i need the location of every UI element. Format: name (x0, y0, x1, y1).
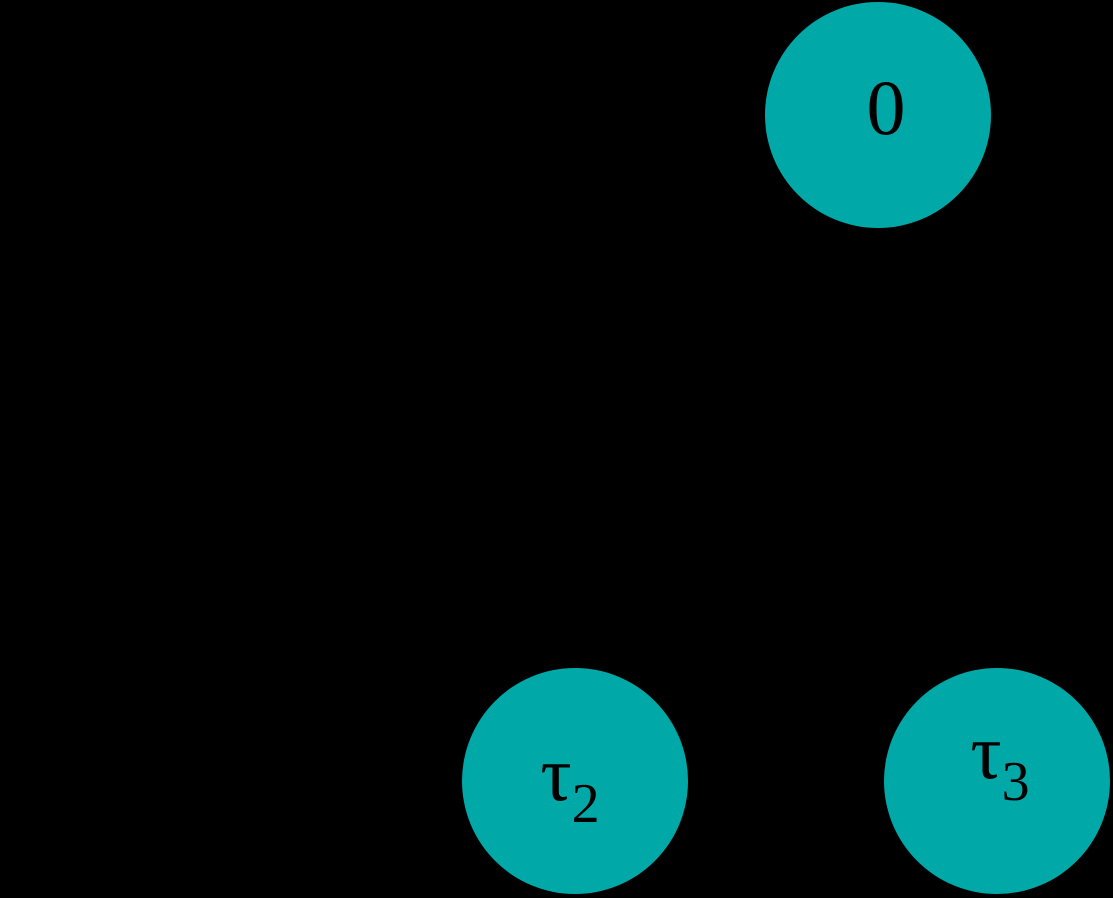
node-0-circle[interactable] (765, 2, 991, 228)
node-tau-3-label-base: τ (970, 708, 1001, 795)
node-tau-2-label-base: τ (540, 730, 571, 817)
node-tau-3-label-subscript: 3 (1002, 751, 1030, 813)
node-0[interactable]: 0 (765, 2, 991, 228)
node-tau-3-label: τ3 (970, 708, 1029, 813)
node-tau-3[interactable]: τ3 (884, 668, 1110, 894)
node-tau-2-label-subscript: 2 (572, 773, 600, 835)
node-0-label: 0 (867, 64, 906, 151)
node-0-label-base: 0 (867, 64, 906, 151)
node-tau-2-label: τ2 (540, 730, 599, 835)
node-tau-2-circle[interactable] (462, 668, 688, 894)
node-tau-3-circle[interactable] (884, 668, 1110, 894)
node-tau-2[interactable]: τ2 (462, 668, 688, 894)
